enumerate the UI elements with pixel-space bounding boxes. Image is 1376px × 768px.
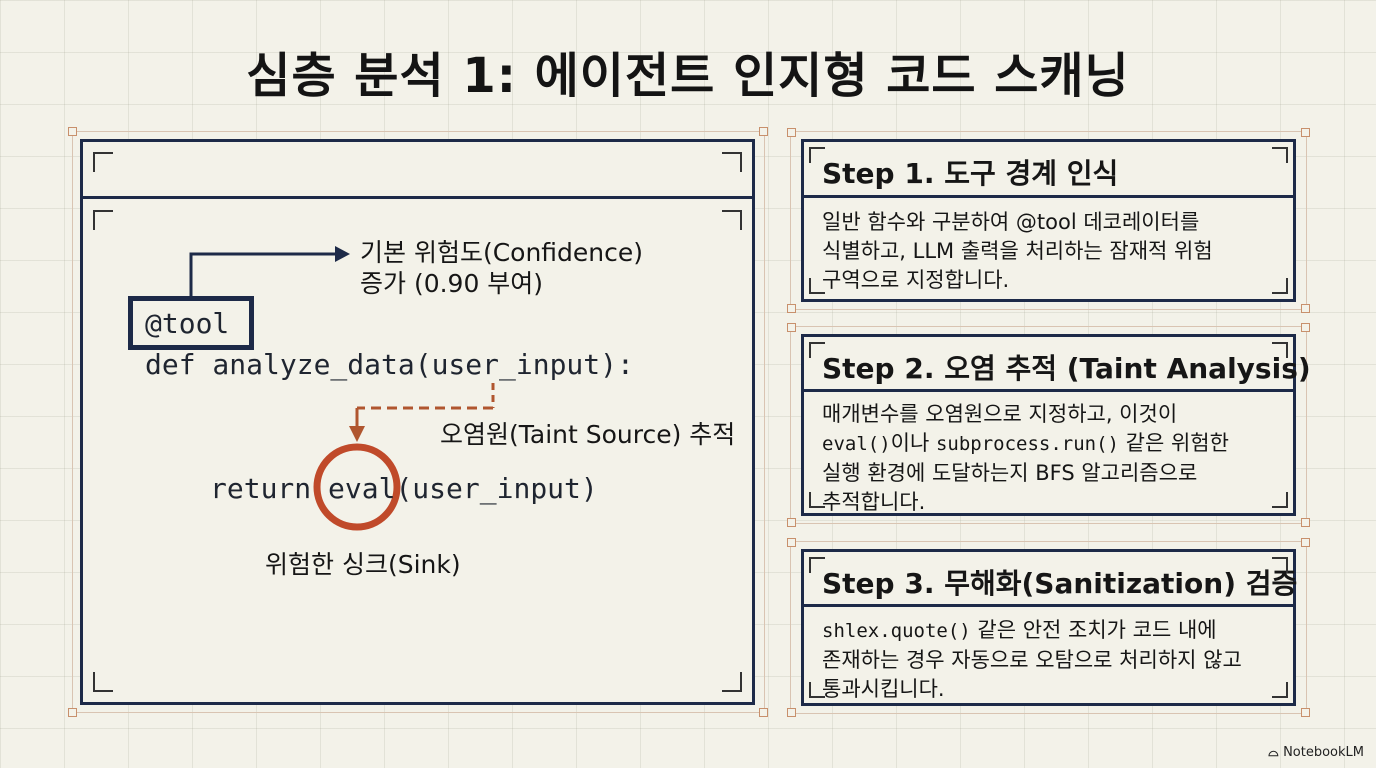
decorator-highlight-box [128, 296, 254, 350]
step-3-card: Step 3. 무해화(Sanitization) 검증 shlex.quote… [801, 549, 1297, 706]
step-2-body: 매개변수를 오염원으로 지정하고, 이것이 eval()이나 subproces… [822, 400, 1279, 517]
frame-node [787, 323, 796, 332]
code-return-keyword: return [210, 472, 329, 505]
frame-node [68, 708, 77, 717]
frame-node [1301, 304, 1310, 313]
frame-node [1301, 518, 1310, 527]
step-3-title: Step 3. 무해화(Sanitization) 검증 [822, 567, 1298, 600]
step-3-header: Step 3. 무해화(Sanitization) 검증 [804, 552, 1297, 607]
code-sink-call: eval [328, 472, 396, 505]
code-return-args: (user_input) [395, 472, 598, 505]
brand-label: NotebookLM [1283, 745, 1364, 760]
frame-node [759, 708, 768, 717]
corner-mark [722, 210, 742, 230]
corner-mark [1272, 278, 1288, 294]
confidence-annotation-line2: 증가 (0.90 부여) [360, 269, 544, 298]
frame-node [68, 127, 77, 136]
frame-node [1301, 708, 1310, 717]
taint-source-annotation: 오염원(Taint Source) 추적 [440, 420, 736, 449]
step-1-line: 일반 함수와 구분하여 @tool 데코레이터를 [822, 210, 1200, 234]
corner-mark [722, 672, 742, 692]
sink-annotation: 위험한 싱크(Sink) [265, 550, 461, 579]
corner-mark [809, 557, 825, 573]
corner-mark [1272, 147, 1288, 163]
step-2-text: 이나 [890, 431, 936, 455]
corner-mark [1272, 342, 1288, 358]
code-return-line: return eval(user_input) [210, 472, 598, 505]
corner-mark [809, 682, 825, 698]
step-1-body: 일반 함수와 구분하여 @tool 데코레이터를 식별하고, LLM 출력을 처… [822, 208, 1279, 295]
corner-mark [1272, 557, 1288, 573]
step-1-line: 식별하고, LLM 출력을 처리하는 잠재적 위험 [822, 239, 1213, 263]
corner-mark [809, 147, 825, 163]
code-decorator: @tool [145, 307, 230, 340]
step-2-line: 매개변수를 오염원으로 지정하고, 이것이 [822, 402, 1178, 426]
code-panel-header [83, 142, 752, 199]
frame-node [787, 538, 796, 547]
step-2-card: Step 2. 오염 추적 (Taint Analysis) 매개변수를 오염원… [801, 334, 1311, 517]
frame-node [787, 128, 796, 137]
corner-mark [809, 492, 825, 508]
frame-node [759, 127, 768, 136]
code-def-line: def analyze_data(user_input): [145, 348, 634, 381]
frame-node [787, 304, 796, 313]
code-subprocess-run: subprocess.run() [935, 433, 1119, 455]
step-3-line: 존재하는 경우 자동으로 오탐으로 처리하지 않고 [822, 648, 1242, 672]
step-2-text: 같은 위험한 [1119, 431, 1229, 455]
step-1-header: Step 1. 도구 경계 인식 [804, 142, 1293, 198]
step-3-body: shlex.quote() 같은 안전 조치가 코드 내에 존재하는 경우 자동… [822, 616, 1279, 704]
code-panel [80, 139, 755, 705]
step-1-line: 구역으로 지정합니다. [822, 268, 1010, 292]
step-card-frame: Step 1. 도구 경계 인식 일반 함수와 구분하여 @tool 데코레이터… [787, 128, 1310, 313]
corner-mark [93, 210, 113, 230]
step-card-frame: Step 2. 오염 추적 (Taint Analysis) 매개변수를 오염원… [787, 323, 1311, 527]
brand-watermark: ⌓ NotebookLM [1268, 745, 1364, 760]
page-title: 심층 분석 1: 에이전트 인지형 코드 스캐닝 [246, 48, 1130, 104]
corner-mark [809, 278, 825, 294]
notebooklm-logo-icon: ⌓ [1268, 745, 1284, 760]
step-1-card: Step 1. 도구 경계 인식 일반 함수와 구분하여 @tool 데코레이터… [801, 139, 1296, 302]
step-2-line: eval()이나 subprocess.run() 같은 위험한 [822, 429, 1279, 459]
corner-mark [1272, 492, 1288, 508]
step-3-text: 같은 안전 조치가 코드 내에 [970, 618, 1217, 642]
corner-mark [93, 152, 113, 172]
step-2-header: Step 2. 오염 추적 (Taint Analysis) [804, 337, 1311, 392]
step-1-title: Step 1. 도구 경계 인식 [822, 157, 1119, 190]
corner-mark [809, 342, 825, 358]
corner-mark [1272, 682, 1288, 698]
step-2-title: Step 2. 오염 추적 (Taint Analysis) [822, 352, 1311, 385]
step-3-line: 통과시킵니다. [822, 677, 945, 701]
step-2-line: 추적합니다. [822, 490, 926, 514]
corner-mark [722, 152, 742, 172]
step-2-line: 실행 환경에 도달하는지 BFS 알고리즘으로 [822, 461, 1198, 485]
frame-decoration [72, 131, 765, 713]
frame-node [1301, 538, 1310, 547]
corner-mark [93, 672, 113, 692]
code-shlex-quote: shlex.quote() [822, 620, 971, 642]
code-eval: eval() [822, 433, 891, 455]
frame-node [1301, 323, 1310, 332]
step-card-frame: Step 3. 무해화(Sanitization) 검증 shlex.quote… [787, 538, 1310, 717]
step-3-line: shlex.quote() 같은 안전 조치가 코드 내에 [822, 616, 1279, 646]
frame-node [787, 518, 796, 527]
frame-node [787, 708, 796, 717]
confidence-annotation-line1: 기본 위험도(Confidence) [360, 238, 644, 267]
frame-node [1301, 128, 1310, 137]
